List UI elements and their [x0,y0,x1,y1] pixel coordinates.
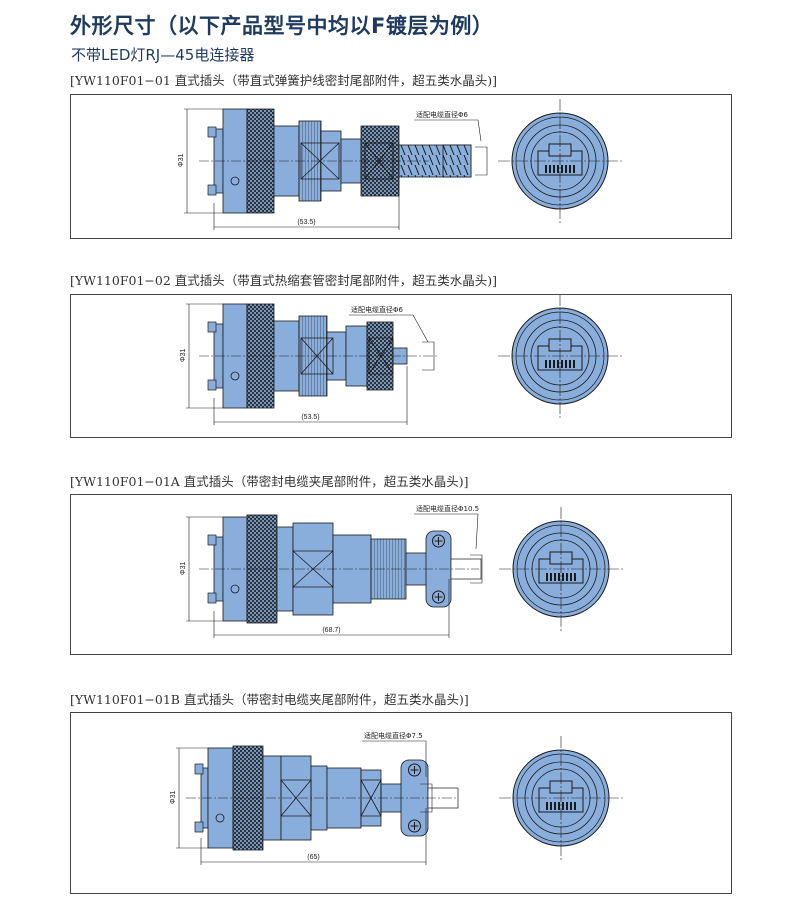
rj45-contact [558,573,560,581]
connector-part [442,144,472,178]
leader-line [414,119,488,176]
length-label: (53.5) [297,219,315,226]
screw-cross [434,537,443,601]
section-caption-01: [YW110F01−01 直式插头（带直式弹簧护线密封尾部附件，超五类水晶头)] [70,73,498,88]
length-dimension [213,366,408,425]
pin-tab [207,126,217,138]
rj45-contact [565,165,567,173]
rj45-contact [545,360,547,368]
rj45-contact [546,573,548,581]
leader-line [362,740,433,813]
drawing-panel-01b: Φ31 (65) 适配电缆直径Φ7.5 [70,712,732,894]
section-caption-01b: [YW110F01−01B 直式插头（带密封电缆夹尾部附件，超五类水晶头)] [70,692,469,707]
rj45-contact [545,165,547,173]
section-caption-01a: [YW110F01−01A 直式插头（带密封电缆夹尾部附件，超五类水晶头)] [70,474,469,489]
rj45-contact [550,802,552,810]
key-mark-icon [215,813,225,823]
diameter-dimension [186,303,223,409]
rj45-contact [549,360,551,368]
pin-tab [207,321,217,333]
rj45-contact [573,165,575,173]
rj45-contact [561,360,563,368]
rj45-contact [558,802,560,810]
rj45-contact [550,573,552,581]
rj45-contact [574,573,576,581]
cable-diameter-label: 适配电缆直径Φ7.5 [364,731,423,740]
rj45-contact [570,802,572,810]
pin-tab [207,379,217,391]
rj45-contact [546,802,548,810]
pin-tab [194,763,204,775]
rj45-contact [557,165,559,173]
diameter-label: Φ31 [170,791,177,804]
rj45-contact [562,802,564,810]
length-dimension [200,808,427,865]
rj45-contact [553,360,555,368]
screw-cross [410,766,419,830]
rj45-contact [570,573,572,581]
leader-line [349,314,435,371]
pin-tab [207,592,217,604]
length-dimension [213,579,450,638]
key-mark-icon [230,176,240,186]
section-caption-02: [YW110F01−02 直式插头（带直式热缩套管密封尾部附件，超五类水晶头)] [70,273,498,288]
rj45-contact [566,573,568,581]
diameter-label: Φ31 [178,154,185,167]
key-mark-icon [230,584,240,594]
drawing-panel-02: Φ31 (53.5) 适配电缆直径Φ6 [70,294,732,438]
diameter-dimension [186,516,223,622]
connector-drawing: Φ31 (65) 适配电缆直径Φ7.5 [170,731,623,865]
rj45-contact [569,165,571,173]
length-label: (53.5) [301,414,319,421]
connector-drawing: Φ31 (53.5) 适配电缆直径Φ6 [178,99,622,230]
rj45-contact [566,802,568,810]
rj45-contact [562,573,564,581]
rj45-contact [549,165,551,173]
diameter-label: Φ31 [180,349,187,362]
diameter-label: Φ31 [180,562,187,575]
end-view-centerline [499,736,623,860]
rj45-contact [554,802,556,810]
diameter-dimension [176,747,208,849]
pin-tab [207,184,217,196]
rj45-contact [561,165,563,173]
drawing-panel-01a: Φ31 (68.7) 适配电缆直径Φ10.5 [70,494,732,655]
pin-tab [207,534,217,546]
end-view-centerline [498,295,622,418]
rj45-contact [574,802,576,810]
leader-line [414,513,483,584]
drawing-panel-01: Φ31 (53.5) 适配电缆直径Φ6 [70,94,732,239]
key-mark-icon [230,371,240,381]
connector-drawing: Φ31 (68.7) 适配电缆直径Φ10.5 [180,504,623,638]
rj45-contact [554,573,556,581]
length-label: (65) [307,854,319,861]
rj45-contact [553,165,555,173]
rj45-contact [569,360,571,368]
diameter-dimension [184,108,223,214]
connector-drawing: Φ31 (53.5) 适配电缆直径Φ6 [180,295,622,425]
cable-diameter-label: 适配电缆直径Φ10.5 [416,504,479,513]
cable-diameter-label: 适配电缆直径Φ6 [416,110,469,119]
page-subtitle: 不带LED灯RJ—45电连接器 [71,46,255,64]
rj45-contact [573,360,575,368]
pin-tab [194,821,204,833]
cable-diameter-label: 适配电缆直径Φ6 [351,305,404,314]
length-label: (68.7) [322,627,340,634]
rj45-contact [565,360,567,368]
length-dimension [213,171,400,230]
end-view-centerline [498,99,622,223]
end-view-centerline [499,507,623,631]
page-title: 外形尺寸（以下产品型号中均以F镀层为例） [70,14,494,38]
rj45-contact [557,360,559,368]
